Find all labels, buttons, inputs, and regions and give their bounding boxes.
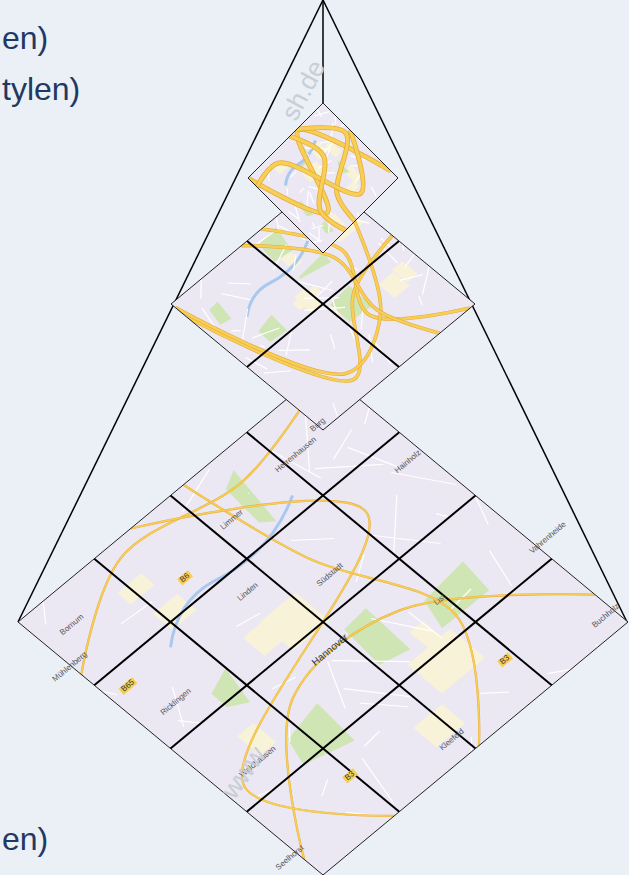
map-tile-level [233,87,412,266]
side-text: tylen) [2,73,80,105]
map-label: Vahrenheide [528,521,567,556]
side-text: en) [2,823,48,855]
side-text: en) [2,22,48,54]
